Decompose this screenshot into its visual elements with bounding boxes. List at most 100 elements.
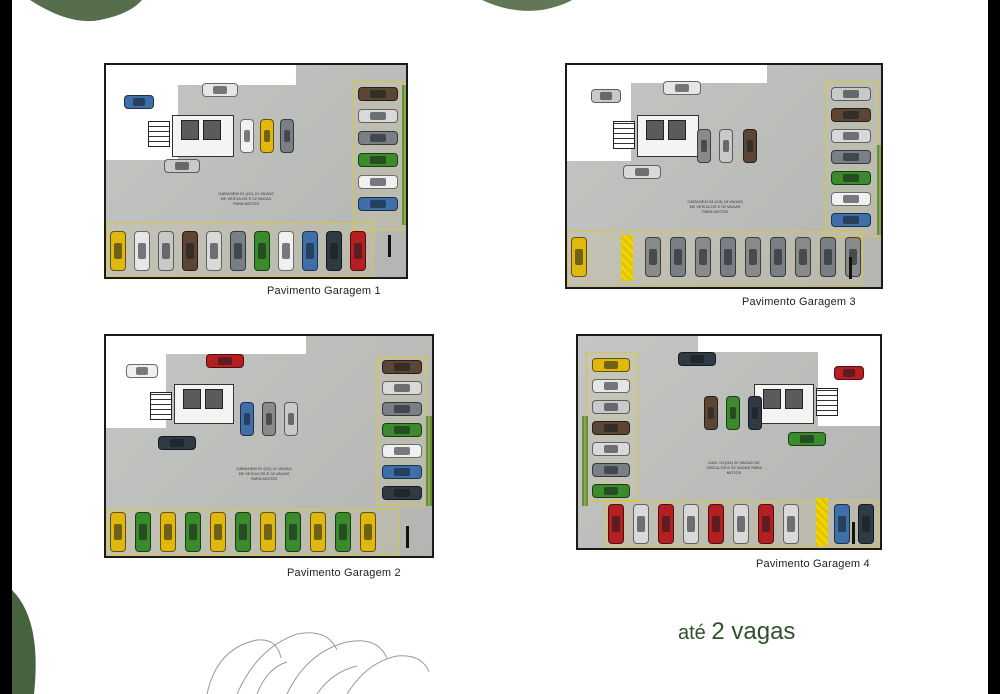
- parked-car: [592, 442, 630, 456]
- garage-plan-4: GAG. 04 (G4) 20 VAGAS DE VEÍCULOS E 02 V…: [576, 334, 882, 550]
- parked-car: [260, 119, 274, 153]
- parked-car: [206, 231, 222, 271]
- parked-car: [260, 512, 276, 552]
- leaf-outline-decoration: [206, 632, 430, 694]
- parked-car: [302, 231, 318, 271]
- parked-car: [182, 231, 198, 271]
- parked-car: [720, 237, 736, 277]
- parked-car: [262, 402, 276, 436]
- parked-car: [358, 197, 398, 211]
- tagline-emphasis: 2 vagas: [711, 618, 796, 645]
- leaf-decoration-bottom-left: [12, 590, 36, 694]
- parked-car: [831, 150, 871, 164]
- moto-marker: [388, 235, 391, 257]
- parked-car: [678, 352, 716, 366]
- parked-car: [210, 512, 226, 552]
- parked-car: [592, 484, 630, 498]
- parked-car: [110, 512, 126, 552]
- parked-car: [834, 366, 864, 380]
- parked-car: [382, 381, 422, 395]
- parked-car: [206, 354, 244, 368]
- moto-marker: [406, 526, 409, 548]
- parked-car: [623, 165, 661, 179]
- parked-car: [733, 504, 749, 544]
- parked-car: [743, 129, 757, 163]
- parked-car: [834, 504, 850, 544]
- garage-plan-1: GARAGEM 01 (G1) 21 VAGAS DE VEÍCULOS E 0…: [104, 63, 408, 279]
- parked-car: [608, 504, 624, 544]
- parking-tagline: até 2 vagas: [678, 618, 795, 646]
- moto-marker: [852, 522, 855, 544]
- garage-caption: GARAGEM 03 (G3) 18 VAGAS DE VEÍCULOS E 0…: [687, 199, 743, 214]
- parked-car: [783, 504, 799, 544]
- parked-car: [719, 129, 733, 163]
- parked-car: [124, 95, 154, 109]
- moto-marker: [849, 257, 852, 279]
- parked-car: [592, 421, 630, 435]
- garage-caption: GARAGEM 02 (G2) 21 VAGAS DE VEÍCULOS E 0…: [236, 466, 292, 481]
- parked-car: [683, 504, 699, 544]
- parked-car: [382, 465, 422, 479]
- parked-car: [326, 231, 342, 271]
- parked-car: [658, 504, 674, 544]
- parked-car: [358, 87, 398, 101]
- parked-car: [310, 512, 326, 552]
- parked-car: [858, 504, 874, 544]
- parked-car: [285, 512, 301, 552]
- parked-car: [592, 379, 630, 393]
- parked-car: [745, 237, 761, 277]
- parked-car: [831, 129, 871, 143]
- parked-car: [770, 237, 786, 277]
- parked-car: [240, 119, 254, 153]
- parked-car: [663, 81, 701, 95]
- parked-car: [360, 512, 376, 552]
- parked-car: [726, 396, 740, 430]
- parked-car: [134, 231, 150, 271]
- parked-car: [358, 109, 398, 123]
- parked-car: [708, 504, 724, 544]
- parked-car: [592, 400, 630, 414]
- garage-label-1: Pavimento Garagem 1: [267, 285, 381, 297]
- parked-car: [831, 171, 871, 185]
- garage-caption: GAG. 04 (G4) 20 VAGAS DE VEÍCULOS E 02 V…: [706, 460, 762, 475]
- parked-car: [795, 237, 811, 277]
- parked-car: [254, 231, 270, 271]
- parked-car: [831, 108, 871, 122]
- garage-label-2: Pavimento Garagem 2: [287, 567, 401, 579]
- parked-car: [748, 396, 762, 430]
- garage-plan-2: GARAGEM 02 (G2) 21 VAGAS DE VEÍCULOS E 0…: [104, 334, 434, 558]
- parked-car: [382, 444, 422, 458]
- parked-car: [633, 504, 649, 544]
- garage-plan-3: GARAGEM 03 (G3) 18 VAGAS DE VEÍCULOS E 0…: [565, 63, 883, 289]
- parked-car: [845, 237, 861, 277]
- parked-car: [280, 119, 294, 153]
- parked-car: [358, 175, 398, 189]
- parked-car: [185, 512, 201, 552]
- parked-car: [278, 231, 294, 271]
- parked-car: [240, 402, 254, 436]
- parked-car: [592, 463, 630, 477]
- parked-car: [230, 231, 246, 271]
- parked-car: [158, 436, 196, 450]
- parked-car: [358, 153, 398, 167]
- parked-car: [382, 423, 422, 437]
- parked-car: [571, 237, 587, 277]
- parked-car: [382, 360, 422, 374]
- parked-car: [160, 512, 176, 552]
- parked-car: [202, 83, 238, 97]
- parked-car: [695, 237, 711, 277]
- parked-car: [670, 237, 686, 277]
- parked-car: [591, 89, 621, 103]
- parked-car: [284, 402, 298, 436]
- parked-car: [382, 402, 422, 416]
- garage-caption: GARAGEM 01 (G1) 21 VAGAS DE VEÍCULOS E 0…: [218, 191, 274, 206]
- parked-car: [820, 237, 836, 277]
- parked-car: [335, 512, 351, 552]
- parked-car: [592, 358, 630, 372]
- parked-car: [831, 87, 871, 101]
- parked-car: [358, 131, 398, 145]
- leaf-decoration-top: [30, 0, 142, 22]
- leaf-decoration-top-right: [482, 0, 572, 11]
- parked-car: [831, 213, 871, 227]
- parked-car: [697, 129, 711, 163]
